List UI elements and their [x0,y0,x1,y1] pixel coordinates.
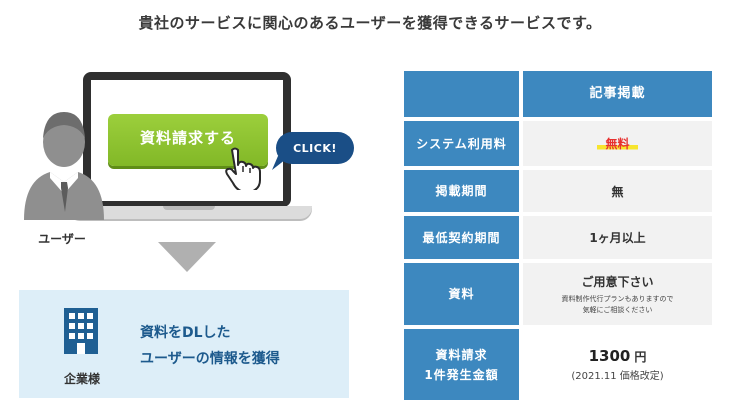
column-header: 記事掲載 [523,71,712,117]
speech-bubble-tail [272,156,290,170]
price-revision-note: (2021.11 価格改定) [571,371,664,382]
row-value-system-fee: 無料 [523,121,712,166]
row-label-materials: 資料 [404,263,519,325]
table-row: 掲載期間 無 [404,170,712,212]
row-label-min-contract: 最低契約期間 [404,216,519,259]
laptop-base [68,206,312,219]
company-benefit-text: 資料をDLした ユーザーの情報を獲得 [140,320,340,372]
company-text-line-1: 資料をDLした [140,325,231,341]
row-value-materials: ご用意下さい 資料制作代行プランもありますので 気軽にご相談ください [523,263,712,325]
user-label: ユーザー [38,232,86,246]
free-highlight: 無料 [597,135,638,152]
building-icon [64,308,98,354]
table-row: 資料 ご用意下さい 資料制作代行プランもありますので 気軽にご相談ください [404,263,712,325]
user-avatar-icon [24,112,104,220]
row-value-period: 無 [523,170,712,212]
table-row: 最低契約期間 1ヶ月以上 [404,216,712,259]
table-row: システム利用料 無料 [404,121,712,166]
materials-note: 資料制作代行プランもありますので 気軽にご相談ください [562,294,674,316]
table-corner-cell [404,71,519,117]
pricing-table: 記事掲載 システム利用料 無料 掲載期間 無 最低契約期間 1ヶ月以上 資料 ご… [404,71,712,400]
price-amount: 1300 [588,347,631,365]
click-speech-bubble: CLICK! [276,132,354,164]
row-label-cost-per-request: 資料請求 1件発生金額 [404,329,519,400]
laptop-notch [163,206,215,210]
page-headline: 貴社のサービスに関心のあるユーザーを獲得できるサービスです。 [138,14,602,32]
row-label-period: 掲載期間 [404,170,519,212]
cost-label-line-2: 1件発生金額 [424,367,499,382]
company-text-line-2: ユーザーの情報を獲得 [140,351,280,367]
price-unit: 円 [634,350,647,364]
down-arrow-icon [158,242,216,272]
materials-note-line-2: 気軽にご相談ください [582,305,653,314]
cost-label-line-1: 資料請求 [435,347,488,362]
company-label: 企業様 [63,372,100,386]
row-label-system-fee: システム利用料 [404,121,519,166]
materials-note-line-1: 資料制作代行プランもありますので [561,294,674,303]
request-document-button[interactable]: 資料請求する [108,114,268,166]
row-value-min-contract: 1ヶ月以上 [523,216,712,259]
table-header-row: 記事掲載 [404,71,712,117]
pointing-hand-icon [225,147,261,190]
materials-value: ご用意下さい [581,274,654,289]
